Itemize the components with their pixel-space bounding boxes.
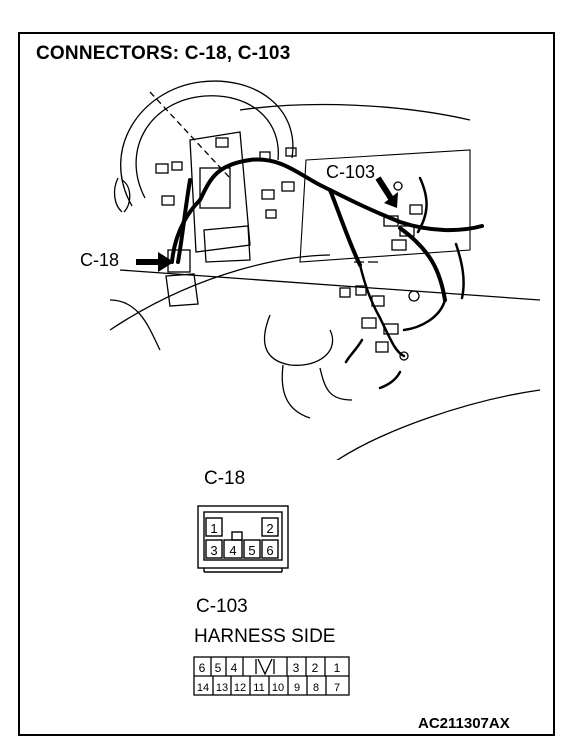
c18-connector-label: C-18 <box>204 468 246 489</box>
c103-harness-side-label: HARNESS SIDE <box>194 626 336 647</box>
c103-pin: 3 <box>293 661 300 675</box>
figure-code: AC211307AX <box>418 715 510 732</box>
c18-pin: 6 <box>266 543 273 558</box>
diagram-title: CONNECTORS: C-18, C-103 <box>36 43 291 64</box>
c18-callout-label: C-18 <box>80 250 120 270</box>
c18-connector-face: 1 2 3 4 5 6 <box>197 505 289 573</box>
c18-pin: 4 <box>229 543 236 558</box>
c103-pin: 1 <box>334 661 341 675</box>
dashboard-illustration <box>109 80 541 460</box>
c103-pin: 5 <box>215 661 222 675</box>
c103-pin: 6 <box>199 661 206 675</box>
c18-pin: 1 <box>210 521 217 536</box>
c103-connector-face: 6 5 4 3 2 1 14 13 12 11 10 9 8 7 <box>193 656 350 696</box>
c18-pin: 3 <box>210 543 217 558</box>
c103-pin: 4 <box>231 661 238 675</box>
c103-pin: 9 <box>294 682 300 694</box>
c103-pin: 14 <box>197 682 209 694</box>
c103-pin: 13 <box>216 682 228 694</box>
c103-pin: 7 <box>334 682 340 694</box>
c18-pin: 2 <box>266 521 273 536</box>
c103-pin: 12 <box>234 682 246 694</box>
c103-pin: 11 <box>253 682 264 694</box>
c103-callout-label: C-103 <box>326 162 376 182</box>
c103-pin: 10 <box>272 682 284 694</box>
diagram-frame <box>18 32 555 736</box>
c103-pin: 2 <box>312 661 319 675</box>
c103-pin: 8 <box>313 682 319 694</box>
c103-connector-label: C-103 <box>196 596 248 617</box>
c18-pin: 5 <box>248 543 255 558</box>
